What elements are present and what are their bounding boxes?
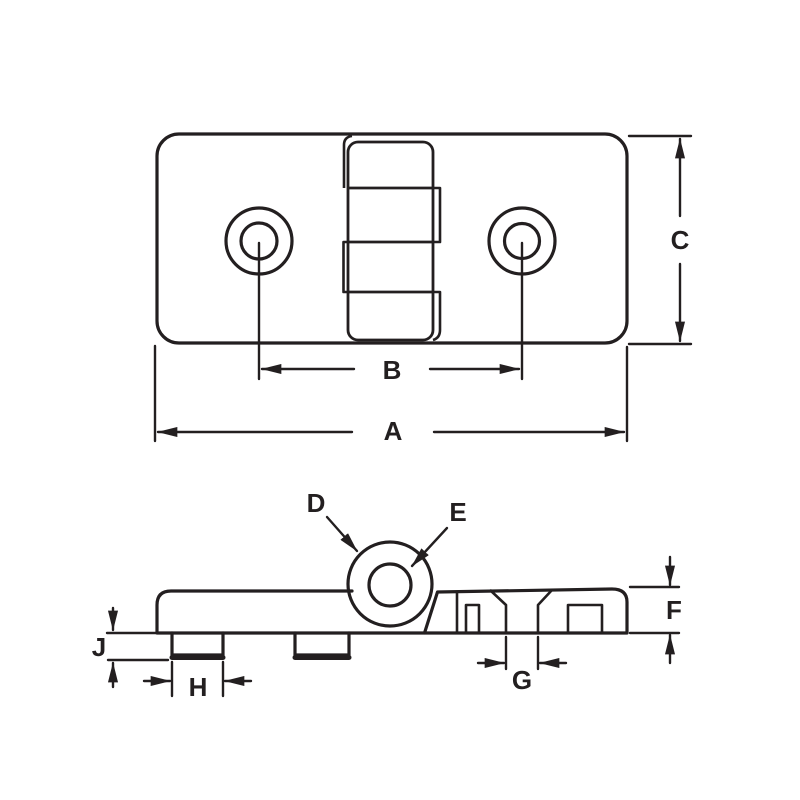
left-leaf-feet	[169, 631, 352, 660]
leader-arrow	[325, 515, 359, 553]
dimension-B: B	[257, 241, 524, 385]
hinge-top-view: C B A	[153, 132, 693, 446]
dim-label-J: J	[92, 632, 106, 662]
hinge-body-outline	[155, 132, 629, 345]
slot-right	[566, 603, 604, 633]
knuckle-edge-left-mid	[342, 240, 348, 294]
foot-outline	[293, 631, 351, 657]
dimension-G: G	[476, 635, 568, 695]
dim-label-F: F	[666, 595, 682, 625]
dim-label-B: B	[383, 355, 402, 385]
dimension-F: F	[628, 555, 682, 665]
foot-outline	[170, 631, 225, 657]
dim-label-E: E	[449, 497, 466, 527]
dimension-H: H	[142, 660, 253, 702]
right-leaf-section-details	[455, 589, 604, 633]
knuckle-edge-right-lower	[432, 290, 442, 342]
left-leaf-outline	[155, 589, 426, 635]
dimension-C: C	[627, 134, 693, 346]
dim-label-D: D	[307, 488, 326, 518]
callout-D: D	[307, 488, 359, 553]
dim-label-A: A	[384, 416, 403, 446]
dim-label-G: G	[512, 665, 532, 695]
hinge-barrel	[342, 134, 442, 342]
pin-bore-circle	[367, 562, 413, 608]
leader-arrow	[410, 526, 449, 568]
knuckle-edge-left-top	[342, 134, 353, 188]
hinge-side-view: D E F J	[92, 488, 682, 702]
dimension-J: J	[92, 606, 170, 689]
slot-left	[464, 603, 481, 633]
right-leaf-outline	[422, 587, 629, 635]
countersink-left	[489, 589, 508, 633]
knuckle-outline	[346, 540, 434, 628]
callout-E: E	[410, 497, 467, 568]
dim-label-H: H	[189, 672, 208, 702]
dim-label-C: C	[671, 225, 690, 255]
dimension-A: A	[153, 344, 629, 446]
countersink-right	[536, 589, 553, 633]
knuckle-edge-right-upper	[433, 186, 442, 244]
